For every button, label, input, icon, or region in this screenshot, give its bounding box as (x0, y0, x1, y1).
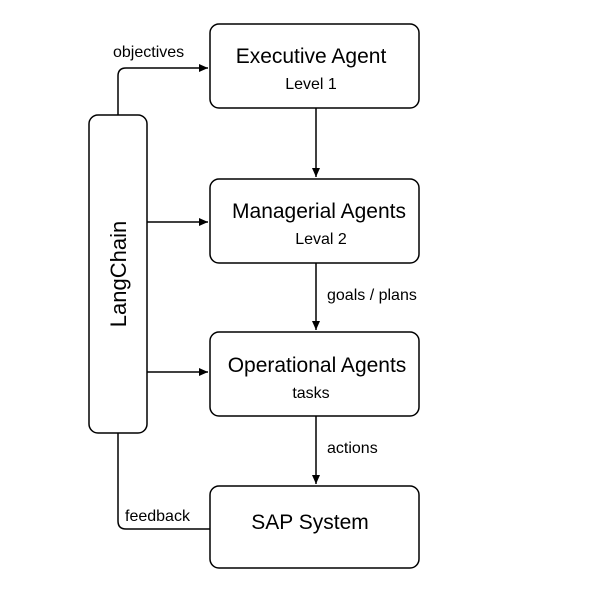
objectives-label: objectives (113, 44, 184, 61)
managerial-agents-node: Managerial Agents Leval 2 (209, 178, 420, 264)
objectives-arrow (117, 64, 208, 115)
sap-system-title: SAP System (251, 511, 369, 534)
operational-agents-box (209, 331, 420, 417)
executive-agent-box (209, 23, 420, 109)
managerial-agents-level: Leval 2 (295, 231, 347, 248)
operational-agents-node: Operational Agents tasks (209, 331, 420, 417)
goals-plans-label: goals / plans (327, 287, 417, 304)
operational-agents-subtitle: tasks (292, 385, 329, 402)
actions-label: actions (327, 440, 378, 457)
feedback-line (117, 433, 210, 530)
executive-agent-node: Executive Agent Level 1 (209, 23, 420, 109)
langchain-box: LangChain (88, 114, 148, 434)
sap-system-node: SAP System (209, 485, 420, 569)
operational-agents-title: Operational Agents (228, 354, 407, 377)
executive-agent-level: Level 1 (285, 76, 337, 93)
langchain-label: LangChain (106, 221, 131, 327)
managerial-agents-title: Managerial Agents (232, 200, 406, 223)
executive-agent-title: Executive Agent (236, 45, 387, 68)
feedback-label: feedback (125, 508, 191, 525)
sap-system-box (209, 485, 420, 569)
managerial-agents-box (209, 178, 420, 264)
